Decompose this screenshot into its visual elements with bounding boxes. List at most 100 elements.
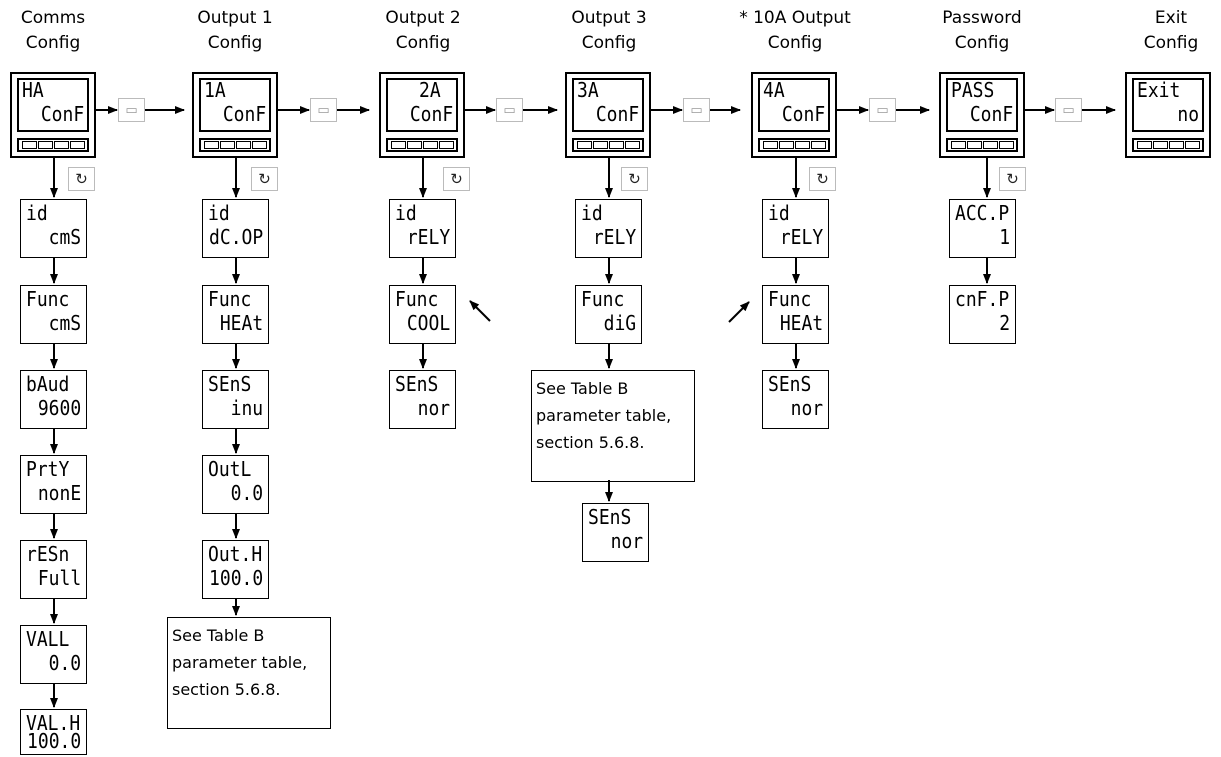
param-value: COOL: [406, 311, 450, 335]
param-config-password: cnF.P 2: [949, 285, 1016, 344]
note-line: section 5.6.8.: [172, 680, 281, 699]
column-header-comms: Comms Config: [0, 6, 118, 56]
param-value: HEAt: [779, 311, 823, 335]
controller-keypad: [758, 138, 830, 152]
param-name: PrtY: [26, 457, 70, 481]
page-key-icon[interactable]: ▭: [683, 98, 710, 122]
param-name: cnF.P: [955, 287, 1010, 311]
param-baud: bAud 9600: [20, 370, 87, 429]
note-line: section 5.6.8.: [536, 433, 645, 452]
display-line-1: Exit: [1137, 78, 1181, 102]
param-value: cmS: [48, 225, 81, 249]
param-name: SEnS: [588, 505, 632, 529]
page-key-icon[interactable]: ▭: [869, 98, 896, 122]
display-line-2: ConF: [595, 102, 639, 126]
header-line-1: Comms: [20, 8, 86, 28]
param-value: 9600: [37, 396, 81, 420]
param-func: Func cmS: [20, 285, 87, 344]
param-value: diG: [603, 311, 636, 335]
controller-display: [758, 78, 830, 132]
param-func: Func COOL: [389, 285, 456, 344]
header-line-1: Password: [942, 8, 1022, 28]
controller-comms-config: HA ConF: [10, 72, 96, 158]
controller-keypad: [199, 138, 271, 152]
param-value: nor: [417, 396, 450, 420]
header-line-1: Output 2: [385, 8, 461, 28]
param-value: HEAt: [219, 311, 263, 335]
param-value: nonE: [37, 481, 81, 505]
scroll-key-icon[interactable]: ↻: [443, 167, 470, 191]
page-key-icon[interactable]: ▭: [310, 98, 337, 122]
display-line-2: no: [1177, 102, 1199, 126]
display-line-2: ConF: [40, 102, 84, 126]
param-parity: PrtY nonE: [20, 455, 87, 514]
display-line-2: ConF: [222, 102, 266, 126]
column-header-output2: Output 2 Config: [358, 6, 488, 56]
controller-display: [572, 78, 644, 132]
note-line: See Table B: [172, 626, 265, 645]
param-name: SEnS: [395, 372, 439, 396]
column-header-10a-output: * 10A Output Config: [730, 6, 860, 56]
display-line-2: ConF: [781, 102, 825, 126]
header-line-1: Output 3: [571, 8, 647, 28]
header-line-2: Config: [25, 33, 81, 53]
arrow-up-right-icon: [728, 301, 750, 323]
param-name: Func: [26, 287, 70, 311]
column-header-output3: Output 3 Config: [544, 6, 674, 56]
scroll-key-icon[interactable]: ↻: [809, 167, 836, 191]
param-value: dC.OP: [208, 225, 263, 249]
header-line-2: Config: [581, 33, 637, 53]
column-header-password: Password Config: [917, 6, 1047, 56]
display-line-1: 1A: [204, 78, 226, 102]
param-sense: SEnS nor: [762, 370, 829, 429]
param-id: id rELY: [575, 199, 642, 258]
controller-display: [386, 78, 458, 132]
display-line-1: 3A: [577, 78, 599, 102]
controller-keypad: [17, 138, 89, 152]
param-sense: SEnS nor: [582, 503, 649, 562]
header-line-2: Config: [767, 33, 823, 53]
note-see-table-b: See Table B parameter table, section 5.6…: [531, 370, 695, 482]
param-id: id rELY: [762, 199, 829, 258]
page-key-icon[interactable]: ▭: [496, 98, 523, 122]
param-name: id: [768, 201, 790, 225]
scroll-key-icon[interactable]: ↻: [68, 167, 95, 191]
display-line-2: ConF: [969, 102, 1013, 126]
param-name: SEnS: [768, 372, 812, 396]
param-value: nor: [790, 396, 823, 420]
controller-output2-config: 2A ConF: [379, 72, 465, 158]
param-name: Func: [581, 287, 625, 311]
param-name: id: [208, 201, 230, 225]
controller-10a-output-config: 4A ConF: [751, 72, 837, 158]
arrow-up-left-icon: [469, 300, 491, 322]
param-value: rELY: [779, 225, 823, 249]
param-access-password: ACC.P 1: [949, 199, 1016, 258]
param-func: Func HEAt: [202, 285, 269, 344]
scroll-key-icon[interactable]: ↻: [251, 167, 278, 191]
controller-exit-config: Exit no: [1125, 72, 1211, 158]
scroll-key-icon[interactable]: ↻: [999, 167, 1026, 191]
display-line-1: 4A: [763, 78, 785, 102]
param-name: Func: [208, 287, 252, 311]
param-value: 0.0: [230, 481, 263, 505]
header-line-1: * 10A Output: [739, 8, 851, 28]
controller-keypad: [572, 138, 644, 152]
display-line-1: 2A: [419, 78, 441, 102]
scroll-key-icon[interactable]: ↻: [621, 167, 648, 191]
param-name: VAL.H: [26, 711, 81, 735]
param-value: cmS: [48, 311, 81, 335]
controller-output3-config: 3A ConF: [565, 72, 651, 158]
param-name: Func: [768, 287, 812, 311]
param-value: Full: [37, 566, 81, 590]
param-output-high: Out.H 100.0: [202, 540, 269, 599]
page-key-icon[interactable]: ▭: [1055, 98, 1082, 122]
param-id: id rELY: [389, 199, 456, 258]
param-func: Func HEAt: [762, 285, 829, 344]
note-see-table-b: See Table B parameter table, section 5.6…: [167, 617, 331, 729]
param-name: id: [26, 201, 48, 225]
header-line-1: Exit: [1154, 8, 1188, 28]
controller-keypad: [1132, 138, 1204, 152]
page-key-icon[interactable]: ▭: [118, 98, 145, 122]
column-header-exit: Exit Config: [1106, 6, 1221, 56]
